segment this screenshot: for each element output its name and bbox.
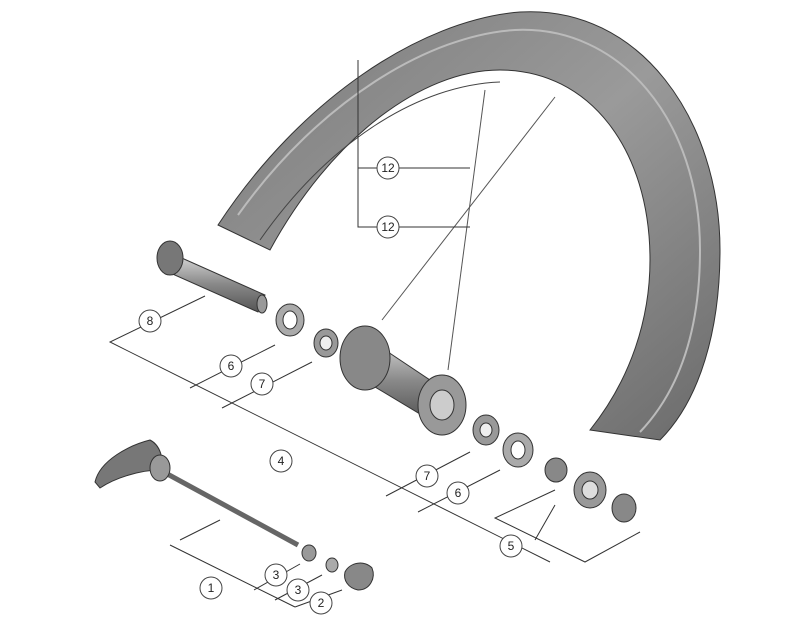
adjusting-nut	[344, 562, 374, 591]
callout-7-left: 7	[250, 372, 274, 396]
svg-text:6: 6	[228, 359, 235, 373]
callout-6-left: 6	[219, 354, 243, 378]
svg-text:8: 8	[147, 314, 154, 328]
svg-text:12: 12	[381, 161, 395, 175]
callout-12-upper: 12	[376, 156, 400, 180]
svg-text:2: 2	[318, 596, 325, 610]
quick-release	[94, 439, 300, 548]
callout-6-right: 6	[446, 481, 470, 505]
callout-4: 4	[269, 449, 293, 473]
rim	[217, 11, 721, 441]
spring	[325, 557, 339, 573]
callout-1: 1	[199, 576, 223, 600]
callout-3-upper: 3	[264, 563, 288, 587]
svg-text:7: 7	[259, 377, 266, 391]
callout-2: 2	[309, 591, 333, 615]
svg-text:1: 1	[208, 581, 215, 595]
svg-text:12: 12	[381, 220, 395, 234]
callout-8: 8	[138, 309, 162, 333]
hub-body	[339, 325, 467, 436]
callout-5: 5	[499, 534, 523, 558]
lock-nut	[544, 457, 568, 483]
callout-12-lower: 12	[376, 215, 400, 239]
thru-axle	[156, 240, 268, 314]
svg-text:5: 5	[508, 539, 515, 553]
svg-text:3: 3	[273, 568, 280, 582]
svg-text:6: 6	[455, 486, 462, 500]
end-cap-right	[611, 493, 637, 523]
callout-7-right: 7	[415, 464, 439, 488]
svg-text:7: 7	[424, 469, 431, 483]
spokes	[381, 89, 556, 371]
svg-text:3: 3	[295, 583, 302, 597]
cone-nut	[301, 544, 317, 562]
callout-3-lower: 3	[286, 578, 310, 602]
svg-text:4: 4	[278, 454, 285, 468]
